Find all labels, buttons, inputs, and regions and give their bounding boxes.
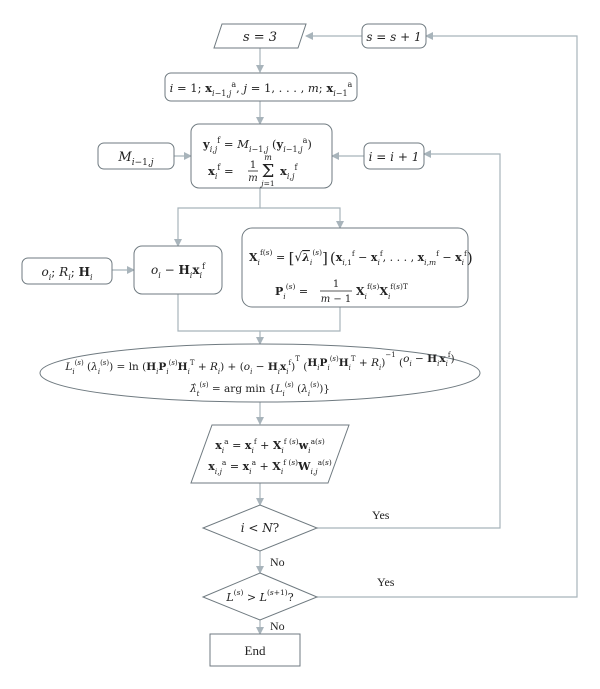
node-decision-likelihood-text: L(s) > L(s+1)? [225,588,293,604]
edge-decision1-yes [317,150,501,529]
forecast-sum-term: xi,jf [280,163,298,181]
node-forecast: yi,jf = Mi−1,j (yi−1,ja) xif = 1 m m Σ j… [190,123,333,189]
node-observation-input-text: oi; Ri; Hi [41,265,92,282]
forecast-frac-num: 1 [250,160,256,171]
node-init: i = 1; xi−1,ja, j = 1, . . . , m; xi−1a [164,72,358,102]
node-s-start: s = 3 [213,23,307,49]
ensemble-frac-den: m − 1 [321,294,352,305]
edge-innovation-down [177,294,260,332]
yes-label-decision2: Yes [377,575,395,589]
node-decision-time-loop-text: i < N? [241,521,279,535]
node-innovation-text: oi − Hixif [151,262,206,280]
node-observation-input: oi; Ri; Hi [21,257,113,285]
ensemble-line2-lhs: Pi(s) = [275,282,308,301]
node-end-text: End [245,643,266,658]
node-ensemble: Xif(s) = [√λi(s)](xi,1f − xif, . . . , x… [241,227,473,308]
edge-forecast-split-right [260,207,344,229]
likelihood-line2: λ̂t(s) = arg min {Li(s) (λi(s))} [189,381,330,398]
no-label-decision1: No [270,555,285,569]
node-analysis: xia = xif + Xif (s)wia(s) xi,ja = xia + … [190,424,350,484]
forecast-frac-den: m [248,173,257,184]
node-s-increment: s = s + 1 [361,23,427,49]
connectors [112,32,578,635]
yes-label-decision1: Yes [372,508,390,522]
analysis-line1: xia = xif + Xif (s)wia(s) [215,437,325,455]
forecast-sum-lower: j=1 [259,179,274,188]
ensemble-frac-num: 1 [333,279,339,290]
node-decision-likelihood: L(s) > L(s+1)? [201,572,319,621]
forecast-sum-upper: m [264,153,272,162]
node-decision-time-loop: i < N? [201,504,319,552]
node-i-increment-text: i = i + 1 [369,150,420,164]
edge-decision2-yes [317,32,578,598]
ensemble-line1: Xif(s) = [√λi(s)](xi,1f − xif, . . . , x… [249,248,473,267]
node-i-increment: i = i + 1 [363,142,425,170]
node-s-increment-text: s = s + 1 [366,30,421,44]
ensemble-line2-rhs: Xif(s)Xif(s)T [356,282,408,301]
node-innovation: oi − Hixif [133,245,223,295]
forecast-line1: yi,jf = Mi−1,j (yi−1,ja) [202,136,312,154]
no-label-decision2: No [270,619,285,633]
edge-ensemble-down [256,307,341,345]
likelihood-line1: Li(s) (λi(s)) = ln (HiPi(s)HiT + Ri) + (… [64,351,454,376]
forecast-line2-lhs: xif = [208,163,234,181]
edge-forecast-split [174,188,261,247]
node-model-input: Mi−1,j [97,142,175,170]
node-likelihood: Li(s) (λi(s)) = ln (HiPi(s)HiT + Ri) + (… [39,343,481,403]
node-model-input-text: Mi−1,j [117,150,153,168]
node-s-start-text: s = 3 [243,30,277,45]
analysis-line2: xi,ja = xia + Xif (s)Wi,ja(s) [208,458,332,476]
node-end: End [209,633,301,667]
forecast-sum-symbol: Σ [262,161,275,182]
